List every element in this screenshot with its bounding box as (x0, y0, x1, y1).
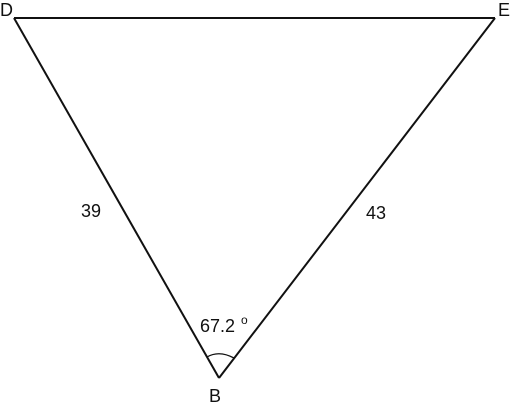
edge-DB (13, 17, 220, 379)
side-label-EB: 43 (366, 203, 386, 223)
edge-EB (218, 17, 496, 379)
angle-arc-B (206, 353, 235, 359)
vertex-label-E: E (498, 0, 510, 20)
vertex-label-D: D (0, 0, 13, 20)
vertex-label-B: B (209, 386, 221, 404)
angle-label-B: 67.2 (200, 316, 235, 336)
side-label-DB: 39 (81, 201, 101, 221)
degree-symbol: o (241, 313, 248, 327)
